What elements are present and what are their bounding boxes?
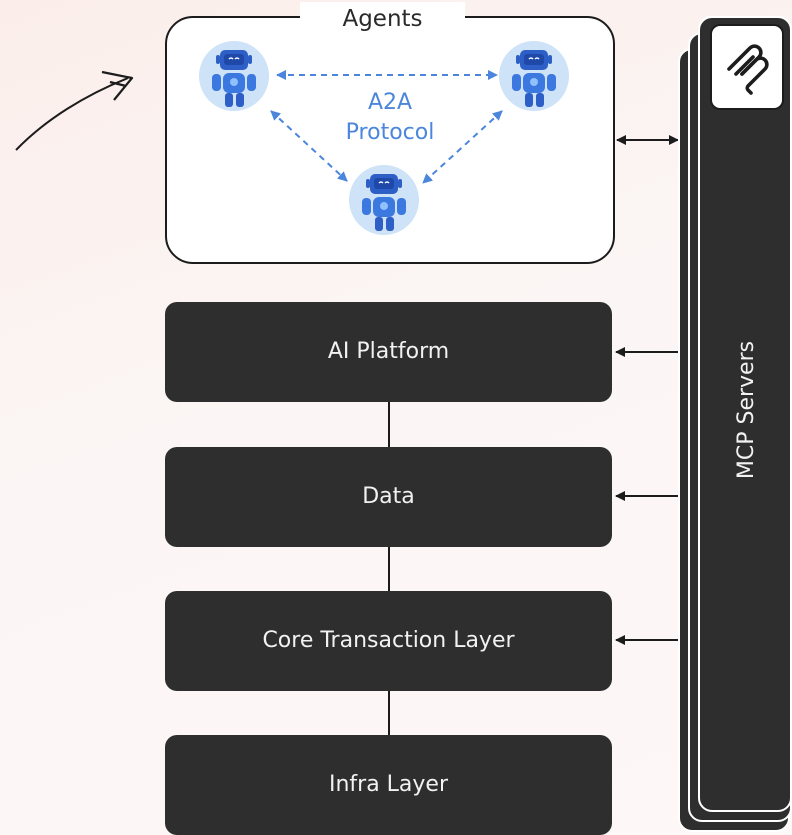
pointer-arrow-icon	[15, 70, 134, 151]
mcp-logo-icon	[727, 44, 769, 95]
agent-bottom[interactable]	[349, 165, 419, 235]
agent-right[interactable]	[499, 41, 569, 111]
protocol-line-1: A2A	[367, 90, 413, 115]
mcp-servers-label: MCP Servers	[734, 340, 759, 480]
mcp-logo	[710, 24, 784, 110]
protocol-line-2: Protocol	[345, 120, 435, 145]
robot-icon	[512, 50, 556, 107]
agents-title: Agents	[300, 2, 465, 36]
a2a-protocol-label: A2A Protocol	[320, 88, 460, 148]
robot-icon	[362, 174, 406, 231]
mcp-server-card-front[interactable]	[698, 16, 792, 812]
layer-core-transaction[interactable]: Core Transaction Layer	[165, 591, 612, 691]
robot-icon	[212, 50, 256, 107]
layer-infra[interactable]: Infra Layer	[165, 735, 612, 835]
layer-ai-platform[interactable]: AI Platform	[165, 302, 612, 402]
layer-data[interactable]: Data	[165, 447, 612, 547]
agent-left[interactable]	[199, 41, 269, 111]
